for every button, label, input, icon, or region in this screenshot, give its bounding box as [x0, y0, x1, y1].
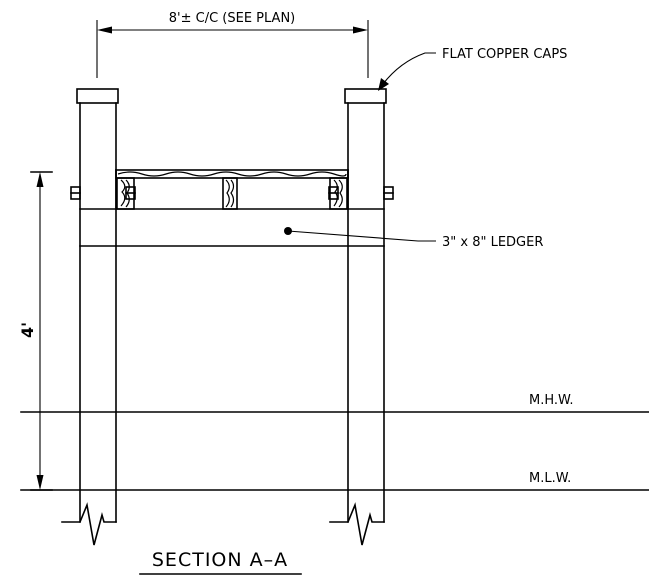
- joist-right-grain: [333, 179, 343, 208]
- left-pile-break: [61, 502, 117, 546]
- right-pile: [329, 88, 387, 546]
- bolt-right: [328, 186, 394, 200]
- dimension-arrow-right: [353, 26, 368, 34]
- spacing-label: 8'± C/C (SEE PLAN): [169, 11, 296, 26]
- joist-center: [222, 177, 238, 210]
- decking: [115, 169, 349, 210]
- height-label: 4': [18, 322, 37, 338]
- section-label: SECTION A–A: [152, 549, 288, 571]
- joist-center-grain: [225, 179, 235, 208]
- ledger-leader-line: [287, 230, 419, 242]
- right-copper-cap: [344, 88, 387, 104]
- height-dimension: 4': [18, 171, 53, 491]
- ledger-label: 3" x 8" LEDGER: [442, 235, 543, 250]
- height-arrow-bottom: [36, 475, 44, 490]
- caps-leader-arrow: [378, 78, 389, 91]
- height-arrow-top: [36, 172, 44, 187]
- water-levels: M.H.W. M.L.W.: [20, 393, 649, 491]
- caps-leader-line: [382, 52, 436, 85]
- mlw-label: M.L.W.: [529, 471, 571, 486]
- section-title: SECTION A–A: [139, 549, 302, 575]
- ledger-beam: [79, 208, 385, 247]
- dimension-arrow-left: [97, 26, 112, 34]
- caps-callout: FLAT COPPER CAPS: [378, 47, 567, 91]
- left-copper-cap: [76, 88, 119, 104]
- mhw-label: M.H.W.: [529, 393, 574, 408]
- joist-center-body: [222, 177, 238, 210]
- spacing-dimension: 8'± C/C (SEE PLAN): [96, 11, 369, 78]
- left-pile: [61, 88, 119, 546]
- ledger-callout: 3" x 8" LEDGER: [284, 227, 543, 250]
- right-pile-break: [329, 502, 385, 546]
- caps-label: FLAT COPPER CAPS: [442, 47, 567, 62]
- bolt-left: [70, 186, 136, 200]
- deck-board: [115, 169, 349, 179]
- deck-board-grain: [117, 171, 347, 177]
